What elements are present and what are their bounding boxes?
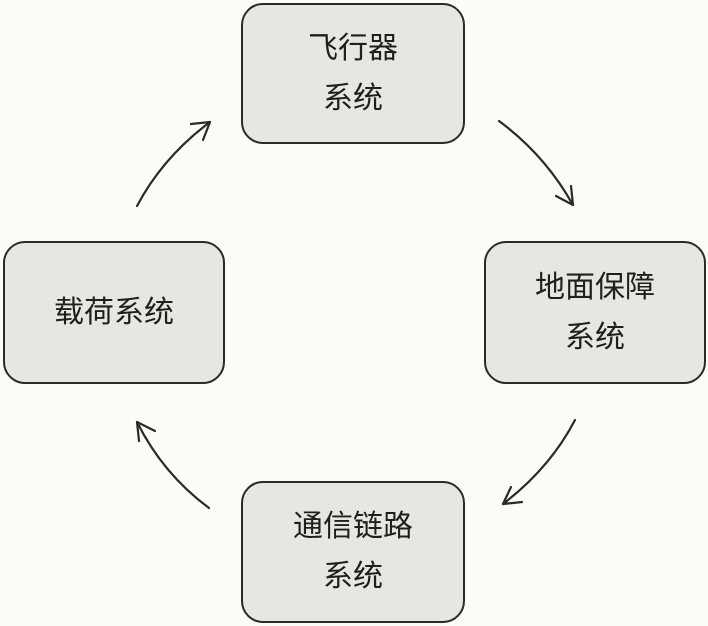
arrow-payload-to-aircraft-shaft	[135, 120, 212, 208]
aircraft-system-label-line1: 飞行器	[308, 30, 398, 66]
aircraft-system-node: 飞行器 系统	[241, 3, 465, 144]
arrow-aircraft-to-ground-head	[554, 184, 575, 207]
communication-link-system-node: 通信链路 系统	[241, 481, 465, 623]
aircraft-system-label-line2: 系统	[323, 80, 383, 116]
communication-link-system-label-line1: 通信链路	[293, 509, 413, 544]
communication-link-system-label-line2: 系统	[323, 559, 383, 594]
payload-system-label: 载荷系统	[54, 294, 174, 330]
ground-support-system-node: 地面保障 系统	[484, 241, 706, 384]
arrow-aircraft-to-ground-shaft	[497, 119, 575, 207]
arrow-payload-to-aircraft-head	[189, 120, 212, 142]
payload-system-node: 载荷系统	[3, 241, 225, 384]
arrow-link-to-payload-shaft	[135, 420, 211, 510]
ground-support-system-label-line2: 系统	[565, 319, 625, 355]
arrow-ground-to-link-head	[501, 485, 524, 506]
arrow-ground-to-link-shaft	[501, 418, 577, 506]
ground-support-system-label-line1: 地面保障	[535, 269, 655, 305]
arrow-link-to-payload-head	[135, 420, 157, 443]
